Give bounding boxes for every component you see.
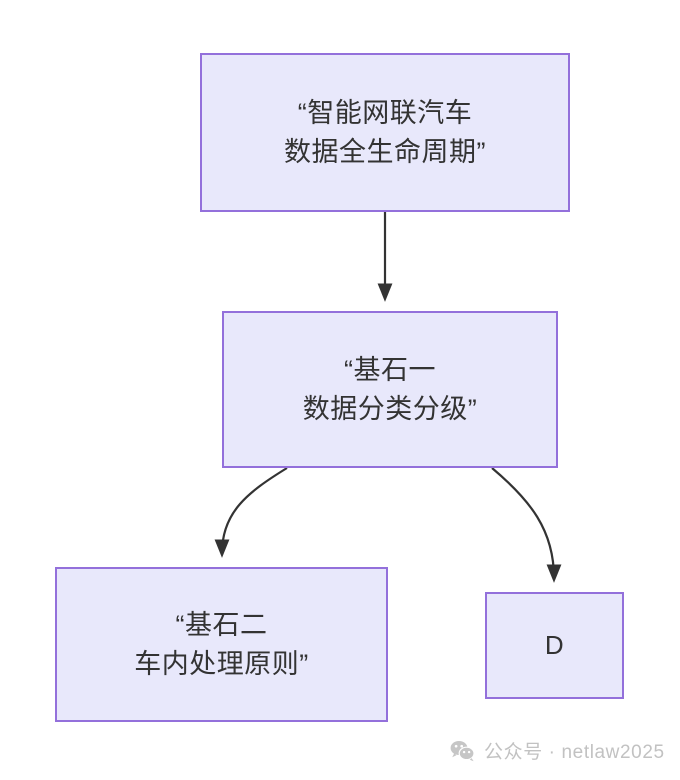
node-tier2a-line-2: 车内处理原则” — [134, 648, 309, 679]
node-tier2a-line-1: “基石二 — [175, 610, 268, 641]
node-root[interactable]: “智能网联汽车 数据全生命周期” — [200, 53, 570, 212]
node-root-line-2: 数据全生命周期” — [284, 136, 486, 167]
wechat-icon — [450, 740, 476, 762]
node-tier1-line-1: “基石一 — [344, 355, 436, 386]
node-tier2b-line-1: D — [544, 630, 565, 661]
node-tier2b[interactable]: D — [485, 592, 624, 699]
watermark: 公众号 · netlaw2025 — [450, 737, 665, 764]
node-root-line-1: “智能网联汽车 — [297, 98, 473, 129]
node-tier1[interactable]: “基石一 数据分类分级” — [222, 311, 558, 468]
watermark-text: 公众号 · netlaw2025 — [484, 742, 665, 763]
node-tier1-line-2: 数据分类分级” — [302, 393, 478, 424]
edge-tier1-to-tier2b — [491, 467, 562, 583]
edge-tier1-to-tier2a — [214, 467, 288, 558]
node-tier2a[interactable]: “基石二 车内处理原则” — [55, 567, 388, 722]
